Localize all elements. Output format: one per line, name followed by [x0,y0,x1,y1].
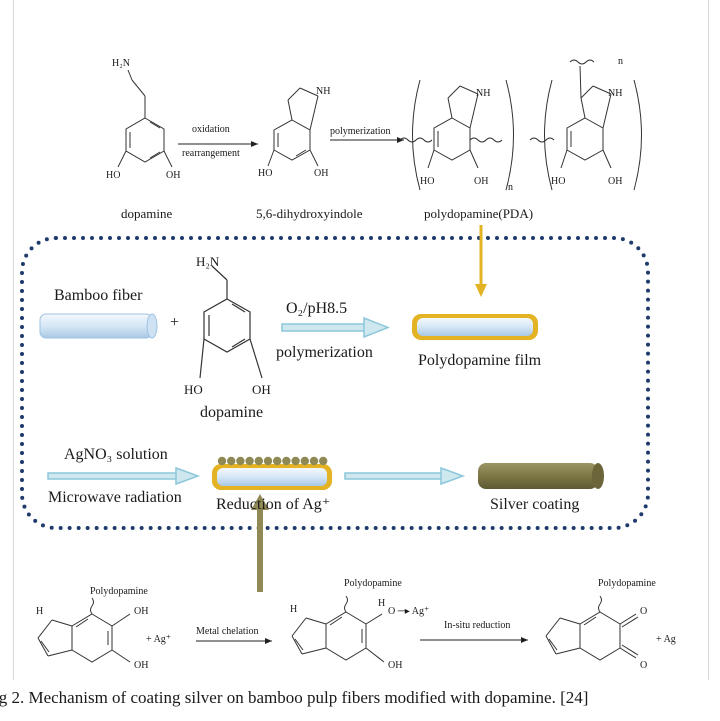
oh-label-top: OH [166,170,181,181]
oh-label-pda1: OH [474,176,489,187]
o-label-2: O [640,660,648,671]
agno3-arrow-blue [47,466,201,486]
silver-bead [245,456,254,466]
polydopamine-label-2: Polydopamine [344,578,402,589]
o2-ph-label: O₂/pH8.5 [286,300,348,317]
nh-label-pda1: NH [476,88,491,99]
oh-label-bottom-1: OH [134,606,149,617]
rearrangement-label: rearrangement [182,148,240,159]
oh-label-middle: OH [252,382,271,397]
silver-bead [227,456,236,466]
silver-bead [217,456,227,466]
polydopamine-label-3: Polydopamine [598,578,656,589]
dhi-label: 5,6-dihydroxyindole [256,206,363,221]
bamboo-fiber-label: Bamboo fiber [54,287,143,304]
nh-label-pda2: NH [608,88,623,99]
ho-label-pda2: HO [551,176,566,187]
dopamine-label-top: dopamine [121,206,173,221]
plus-ag-ion-label: + Ag⁺ [146,634,172,645]
nh-label-dhi: NH [316,86,331,97]
polymerization-label-top: polymerization [330,126,391,137]
o-label-1: O [640,606,648,617]
dopamine-label-middle: dopamine [200,404,264,421]
pda-structure-1 [399,79,514,191]
h-label-3: H [378,598,386,609]
pda-structure-2 [529,59,642,191]
reduction-tube [212,464,332,490]
dihydroxyindole-structure [267,87,319,167]
polydopamine-label-1: Polydopamine [90,586,148,597]
silver-bead [300,456,309,466]
silver-bead [309,456,319,466]
pda-quinone-structure [545,595,639,661]
silver-coating-label: Silver coating [490,496,580,513]
silver-arrow-blue [344,466,466,486]
h2n-label-top: H₂N [112,58,130,69]
agno3-label: AgNO₃ solution [64,446,168,463]
h2n-label-middle: H₂N [196,254,220,269]
ho-label-top: HO [106,170,121,181]
h-label-1: H [36,606,44,617]
dopamine-structure-top [117,69,173,168]
bottom-to-reduction-arrow [251,494,269,592]
silver-bead [319,456,328,466]
oh-label-dhi: OH [314,168,329,179]
page-edge-right [708,0,709,680]
ho-label-middle: HO [184,382,203,397]
page-edge-left [13,0,14,680]
silver-beads [217,456,328,466]
silver-bead [263,456,273,466]
polymerization-label-middle: polymerization [276,344,373,361]
silver-bead [273,456,282,466]
oh-label-pda2: OH [608,176,623,187]
ho-label-dhi: HO [258,168,273,179]
h-label-2: H [290,604,298,615]
pda-chelate-structure [291,595,385,663]
plus-sign: + [170,314,180,331]
figure-caption: ig 2. Mechanism of coating silver on bam… [0,688,589,707]
metal-chelation-label: Metal chelation [196,626,259,637]
pda-film-label: Polydopamine film [418,352,542,369]
plus-ag-label: + Ag [656,634,676,645]
polymerization-arrow-blue [281,316,391,339]
dopamine-structure-middle [199,265,263,379]
pda-catechol-structure [37,597,131,663]
in-situ-reduction-label: In-situ reduction [444,620,511,631]
pda-to-film-arrow [475,225,487,297]
ho-label-pda1: HO [420,176,435,187]
polydopamine-film-tube [412,314,538,340]
pda-label: polydopamine(PDA) [424,206,534,221]
process-box [20,236,650,530]
oh-label-bottom-3: OH [388,660,403,671]
n-subscript-pda2: n [618,56,623,67]
microwave-label: Microwave radiation [48,489,182,506]
n-subscript-pda1: n [508,182,513,193]
o-ag-label: O ─▸ Ag⁺ [388,606,430,617]
bamboo-fiber-tube [39,313,158,339]
oh-label-bottom-2: OH [134,660,149,671]
reduction-label: Reduction of Ag⁺ [216,496,331,513]
silver-bead [282,456,291,466]
silver-coating-tube [478,463,604,489]
oxidation-label: oxidation [192,124,230,135]
silver-bead [254,456,263,466]
silver-bead [236,456,245,466]
silver-bead [291,456,300,466]
